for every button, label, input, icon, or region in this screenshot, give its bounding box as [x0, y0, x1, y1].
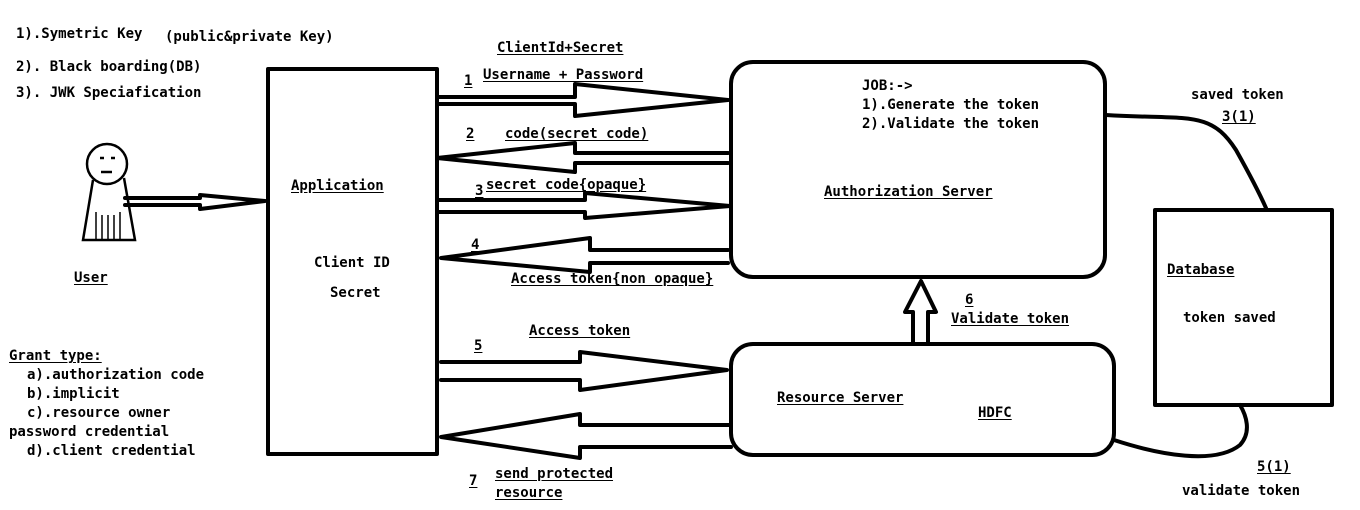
- database-title: Database: [1167, 262, 1235, 278]
- step2-number: 2: [466, 126, 475, 142]
- note-2: 2). Black boarding(DB): [16, 59, 202, 75]
- application-secret: Secret: [330, 285, 381, 301]
- database-body: token saved: [1183, 310, 1276, 326]
- user-label: User: [74, 270, 108, 286]
- resource-server-subtitle: HDFC: [978, 405, 1012, 421]
- step3-label: secret code{opaque}: [486, 177, 647, 193]
- application-box: [266, 67, 439, 456]
- auth-job-item-1: 1).Generate the token: [862, 97, 1040, 113]
- grant-type-item: password credential: [9, 424, 170, 440]
- db-saved-label: saved token: [1191, 87, 1284, 103]
- arrow-step3: [435, 191, 732, 220]
- grant-type-item: b).implicit: [27, 386, 120, 402]
- arrow-step6: [903, 279, 938, 346]
- application-title: Application: [291, 178, 384, 194]
- db-validate-label: validate token: [1182, 483, 1301, 499]
- arrow-step5: [439, 350, 729, 392]
- resource-server-box: [729, 342, 1116, 457]
- resource-server-title: Resource Server: [777, 390, 904, 406]
- grant-type-item: a).authorization code: [27, 367, 205, 383]
- step1-label-top: ClientId+Secret: [497, 40, 624, 56]
- grant-type-heading: Grant type:: [9, 348, 102, 364]
- auth-server-title: Authorization Server: [824, 184, 993, 200]
- step5-label: Access token: [529, 323, 631, 339]
- user-figure-icon: [81, 142, 137, 242]
- auth-job-heading: JOB:->: [862, 78, 913, 94]
- database-box: [1153, 208, 1334, 407]
- step7-label-line1: send protected: [495, 466, 614, 482]
- auth-job-item-2: 2).Validate the token: [862, 116, 1040, 132]
- arrow-step1: [435, 82, 730, 118]
- user-to-app-arrow: [123, 193, 267, 211]
- step5-number: 5: [474, 338, 483, 354]
- step7-label-line2: resource: [495, 485, 563, 501]
- arrow-step2: [435, 141, 730, 174]
- note-1: 1).Symetric Key: [16, 26, 143, 42]
- authorization-server-box: [729, 60, 1107, 279]
- step7-number: 7: [469, 473, 478, 489]
- step2-label: code(secret code): [505, 126, 649, 142]
- db-validate-step: 5(1): [1257, 459, 1291, 475]
- grant-type-item: c).resource owner: [27, 405, 171, 421]
- step4-label: Access token{non opaque}: [511, 271, 714, 287]
- db-link-validate: [1112, 403, 1249, 459]
- grant-type-item: d).client credential: [27, 443, 196, 459]
- note-1-detail: (public&private Key): [165, 29, 334, 45]
- db-link-saved: [1104, 113, 1268, 210]
- step4-number: 4: [471, 237, 480, 253]
- step1-number: 1: [464, 73, 473, 89]
- application-client-id: Client ID: [314, 255, 390, 271]
- step6-label: Validate token: [951, 311, 1070, 327]
- note-3: 3). JWK Speciafication: [16, 85, 202, 101]
- arrow-step4: [439, 236, 730, 274]
- db-saved-step: 3(1): [1222, 109, 1256, 125]
- step3-number: 3: [475, 183, 484, 199]
- step1-label: Username + Password: [483, 67, 644, 83]
- arrow-step7: [439, 412, 733, 460]
- step6-number: 6: [965, 292, 974, 308]
